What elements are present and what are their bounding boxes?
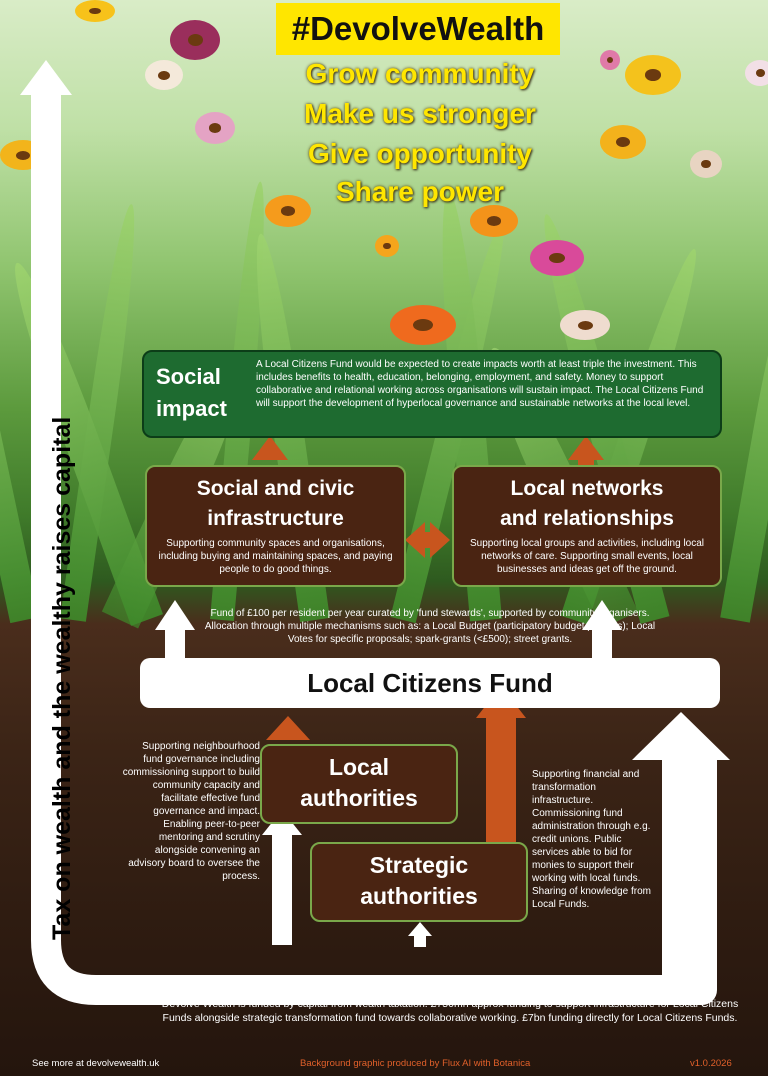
arrow-up-orange-si-right bbox=[568, 436, 604, 460]
local-authorities-line2: authorities bbox=[300, 785, 418, 811]
social-impact-text: A Local Citizens Fund would be expected … bbox=[256, 359, 704, 409]
website-link[interactable]: See more at devolvewealth.uk bbox=[32, 1058, 160, 1069]
wealth-arrow-head bbox=[20, 60, 72, 95]
arrow-up-sa-white bbox=[408, 922, 432, 936]
strategic-authorities-line2: authorities bbox=[360, 883, 478, 909]
social-civic-box: Social and civic infrastructure Supporti… bbox=[145, 465, 406, 587]
social-civic-title-2: infrastructure bbox=[207, 507, 344, 530]
social-civic-title-1: Social and civic bbox=[196, 477, 355, 500]
vertical-tax-label: Tax on wealth and the wealthy raises cap… bbox=[48, 416, 76, 940]
slogan-1: Grow community bbox=[305, 58, 535, 89]
local-networks-title-2: and relationships bbox=[500, 507, 674, 530]
fund-note: Fund of £100 per resident per year curat… bbox=[204, 608, 656, 645]
hashtag-banner: #DevolveWealth bbox=[276, 3, 560, 55]
funding-text: Devolve Wealth is funded by capital from… bbox=[161, 998, 739, 1024]
arrow-up-orange-si-left bbox=[252, 436, 288, 460]
right-support-note: Supporting financial and transformation … bbox=[532, 769, 651, 910]
strategic-authorities-line1: Strategic bbox=[369, 852, 469, 878]
local-networks-title-1: Local networks bbox=[510, 477, 664, 500]
local-authorities-line1: Local bbox=[328, 754, 390, 780]
arrow-up-left-white bbox=[155, 600, 195, 630]
social-civic-text: Supporting community spaces and organisa… bbox=[158, 538, 393, 575]
local-authorities-box: Local authorities bbox=[260, 744, 458, 824]
local-networks-box: Local networks and relationships Support… bbox=[452, 465, 722, 587]
arrow-double-orange bbox=[405, 522, 450, 558]
fund-entry-arrow bbox=[632, 712, 730, 760]
version-label: v1.0.2026 bbox=[690, 1058, 732, 1069]
slogan-3: Give opportunity bbox=[308, 138, 532, 169]
slogan-2: Make us stronger bbox=[304, 98, 536, 129]
arrow-up-orange-la bbox=[266, 716, 310, 740]
arrow-up-right-white bbox=[582, 600, 622, 630]
background-credit: Background graphic produced by Flux AI w… bbox=[300, 1058, 531, 1069]
local-citizens-fund-title: Local Citizens Fund bbox=[307, 668, 553, 698]
foliage-background bbox=[0, 0, 768, 629]
strategic-authorities-box: Strategic authorities bbox=[310, 842, 528, 922]
slogan-4: Share power bbox=[335, 176, 505, 207]
left-support-note: Supporting neighbourhood fund governance… bbox=[122, 741, 260, 882]
local-citizens-fund-box: Local Citizens Fund bbox=[140, 658, 720, 708]
social-impact-box: Social impact A Local Citizens Fund woul… bbox=[142, 350, 722, 438]
social-impact-title-line2: impact bbox=[156, 396, 227, 421]
local-networks-text: Supporting local groups and activities, … bbox=[469, 538, 705, 575]
social-impact-title-line1: Social bbox=[156, 364, 221, 389]
